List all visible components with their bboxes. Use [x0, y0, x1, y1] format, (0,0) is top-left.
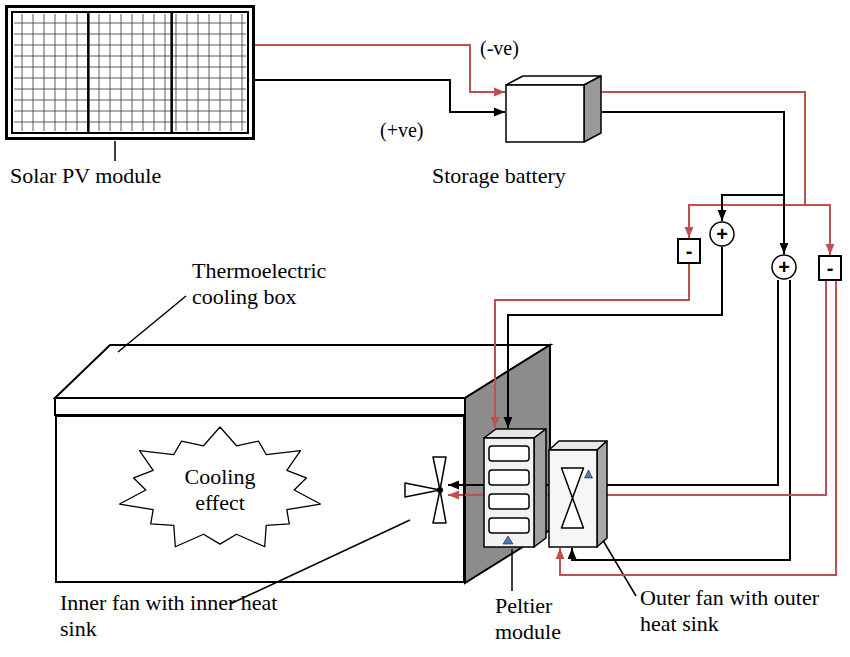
- leader-line: [511, 549, 513, 591]
- panel-divider: [87, 12, 90, 133]
- part-label: Storage battery: [432, 163, 566, 189]
- part-label: Thermoelectric cooling box: [192, 258, 382, 311]
- fan-blade: [433, 457, 446, 490]
- terminal-box: [678, 239, 700, 263]
- negative-terminal: -: [677, 238, 701, 264]
- part-label: Outer fan with outer heat sink: [640, 585, 835, 638]
- outer-fan-shape: [548, 440, 608, 548]
- cooling-box: Cooling effectThermoelectric cooling box: [55, 415, 465, 583]
- battery-side: [584, 76, 601, 142]
- starburst-outline: [120, 427, 321, 547]
- node-text: -: [686, 241, 693, 261]
- wire: [560, 281, 836, 575]
- outer-fan: Outer fan with outer heat sink: [548, 440, 608, 548]
- leader-line: [114, 141, 116, 161]
- flow-marker: [503, 536, 513, 544]
- wire-group: [255, 45, 836, 575]
- heat-sink-fin: [489, 446, 529, 461]
- box-top-face: [55, 345, 550, 398]
- fan-housing-side: [597, 441, 607, 547]
- part-label: Peltier module: [495, 593, 585, 646]
- polarity-label: (-ve): [478, 36, 521, 60]
- wire: [602, 92, 830, 255]
- battery: Storage battery: [505, 75, 602, 143]
- wire: [602, 112, 784, 221]
- cooling-starburst: Cooling effect: [115, 425, 325, 555]
- peltier-module-shape: [483, 428, 547, 548]
- fan-hub: [437, 487, 443, 493]
- terminal-circle: [710, 222, 734, 246]
- pv-panel-shape: [5, 5, 255, 140]
- positive-terminal: +: [709, 221, 735, 247]
- heat-sink-fin: [489, 470, 529, 485]
- wire: [602, 92, 805, 238]
- panel-frame: [7, 7, 254, 139]
- wire: [255, 45, 505, 92]
- peltier-side: [534, 429, 546, 547]
- fan-housing-front: [549, 450, 597, 547]
- inner-fan: Inner fan with inner heat sink: [403, 455, 448, 525]
- leader-line: [118, 296, 186, 352]
- wire: [448, 280, 778, 485]
- wire: [255, 80, 505, 112]
- peltier-module: Peltier module: [483, 428, 547, 548]
- negative-terminal: -: [818, 255, 842, 281]
- heat-sink-fin: [489, 518, 529, 533]
- flow-marker: [585, 470, 593, 478]
- inner-fan-shape: [403, 455, 448, 525]
- pv-panel: Solar PV module: [5, 5, 255, 140]
- polarity-label: (+ve): [378, 118, 425, 142]
- node-text: -: [827, 258, 834, 278]
- battery-front: [506, 85, 584, 142]
- wire: [572, 280, 790, 560]
- wire: [495, 264, 689, 428]
- fan-blade: [433, 490, 446, 523]
- battery-shape: [505, 75, 602, 143]
- wire: [602, 112, 784, 254]
- terminal-circle: [772, 255, 796, 279]
- peltier-front: [484, 438, 534, 547]
- panel-divider: [170, 12, 173, 133]
- node-text: +: [716, 224, 728, 244]
- cell-grid: [14, 14, 246, 131]
- node-text: +: [778, 257, 790, 277]
- panel-frame: [12, 12, 248, 133]
- part-label: Solar PV module: [10, 163, 161, 189]
- part-label: Inner fan with inner heat sink: [60, 590, 300, 643]
- terminal-box: [819, 256, 841, 280]
- heat-sink-fin: [489, 494, 529, 509]
- node-text: Cooling effect: [165, 464, 275, 517]
- fan-blade: [562, 498, 584, 528]
- fan-blade: [562, 468, 584, 498]
- positive-terminal: +: [771, 254, 797, 280]
- fan-blade: [405, 483, 440, 497]
- box-lid: [55, 398, 465, 415]
- wire: [508, 247, 722, 428]
